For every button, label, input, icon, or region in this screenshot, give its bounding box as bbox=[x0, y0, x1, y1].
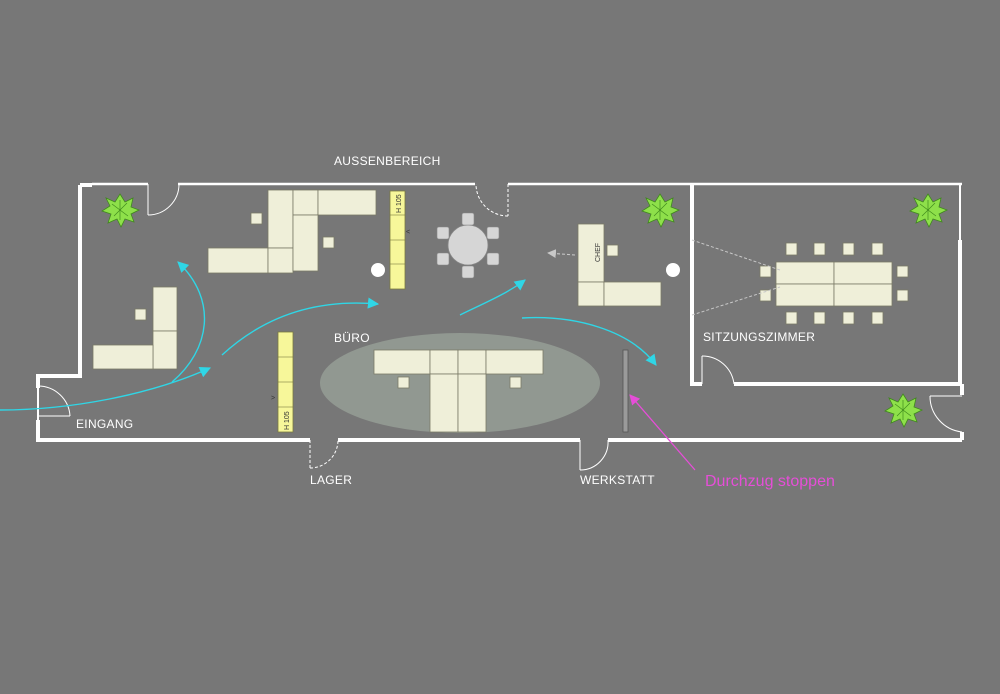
boss-desk: CHEF bbox=[577, 223, 662, 307]
airflow-arrows bbox=[0, 261, 657, 411]
shelf-height-label: H 105 bbox=[284, 411, 291, 430]
walls bbox=[36, 182, 964, 442]
pillar bbox=[666, 263, 680, 277]
workstation-top-left bbox=[207, 189, 377, 274]
plant-icon bbox=[909, 193, 948, 228]
room-label-entrance: EINGANG bbox=[76, 417, 133, 431]
plant-icon bbox=[641, 193, 680, 228]
room-label-workshop: WERKSTATT bbox=[580, 473, 655, 487]
shelf-height-label: H 105 bbox=[396, 194, 403, 213]
shelf-top: H 105 < bbox=[389, 190, 410, 290]
workstation-left bbox=[92, 286, 178, 370]
annotation-arrow bbox=[629, 394, 696, 471]
doors bbox=[37, 183, 963, 471]
pillar bbox=[371, 263, 385, 277]
round-table bbox=[436, 212, 500, 279]
plant-icon bbox=[884, 393, 923, 428]
svg-text:>: > bbox=[271, 395, 275, 402]
shelf-left: H 105 > bbox=[271, 331, 294, 433]
room-label-meeting: SITZUNGSZIMMER bbox=[703, 330, 815, 344]
plant-icon bbox=[101, 193, 140, 228]
partition-wall bbox=[622, 349, 629, 433]
room-label-outside: AUSSENBEREICH bbox=[334, 154, 441, 168]
room-label-office: BÜRO bbox=[334, 331, 370, 345]
room-label-storage: LAGER bbox=[310, 473, 352, 487]
view-lines bbox=[547, 239, 781, 316]
svg-text:<: < bbox=[406, 229, 410, 236]
boss-desk-label: CHEF bbox=[595, 243, 602, 262]
workstation-center bbox=[373, 349, 544, 433]
annotation-text: Durchzug stoppen bbox=[705, 473, 835, 490]
meeting-table bbox=[759, 242, 909, 325]
